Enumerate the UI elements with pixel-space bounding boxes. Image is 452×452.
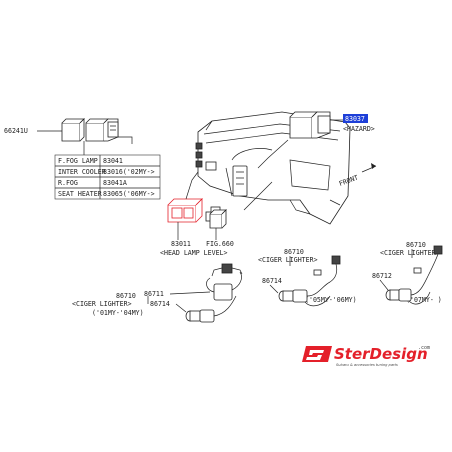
- table-row-code: 83041: [103, 157, 123, 165]
- table-row-name: R.FOG: [58, 179, 78, 187]
- table-row-code: 83016('02MY->: [103, 168, 155, 176]
- table-row-name: SEAT HEATER: [58, 190, 102, 198]
- label-66241u: 66241U: [4, 127, 28, 135]
- label-86710-right: 86710: [406, 241, 426, 249]
- head-lamp-level-switch: [167, 198, 203, 223]
- table-row-name: F.FOG LAMP: [58, 157, 98, 165]
- label-hazard: <HAZARD>: [343, 125, 375, 133]
- leader-table: [83, 136, 133, 155]
- sterdesign-logo: SterDesign .com Subaru & accessories tun…: [302, 345, 430, 367]
- label-86711: 86711: [144, 290, 164, 298]
- leader-head-lamp: [185, 171, 199, 200]
- highlight-83037: [343, 114, 368, 123]
- leader-86712: [379, 279, 389, 291]
- table-row-code: 83041A: [103, 179, 127, 187]
- label-head-lamp-level: <HEAD LAMP LEVEL>: [160, 249, 228, 257]
- label-range-01-04: ('01MY-'04MY): [92, 309, 144, 317]
- leader-86714-center: [269, 284, 279, 294]
- label-86710-center: 86710: [284, 248, 304, 256]
- leader-86714-left: [175, 303, 187, 313]
- label-fig660: FIG.660: [206, 240, 234, 248]
- label-86714-left: 86714: [150, 300, 170, 308]
- table-row-name: INTER COOLER: [58, 168, 106, 176]
- label-ciger-lighter-right: <CIGER LIGHTER>: [380, 249, 440, 257]
- label-83011: 83011: [171, 240, 191, 248]
- connector-fig660: [209, 209, 227, 229]
- label-range-05-06: ('05MY-'06MY): [305, 296, 357, 304]
- label-86714-center: 86714: [262, 277, 282, 285]
- logo-wordmark: SterDesign: [334, 345, 428, 363]
- cigar-lighter-07: [385, 245, 443, 305]
- label-83037: 83037: [345, 115, 365, 123]
- leader-hazard: [257, 139, 289, 169]
- table-row-code: 83065('06MY->: [103, 190, 155, 198]
- parts-table: F.FOG LAMP 83041 INTER COOLER 83016('02M…: [54, 154, 161, 200]
- label-ciger-lighter-center: <CIGER LIGHTER>: [258, 256, 318, 264]
- switch-66241u: [61, 118, 119, 142]
- label-86710-left: 86710: [116, 292, 136, 300]
- cigar-lighter-05-06: [278, 255, 341, 307]
- leader-dash-center: [243, 181, 273, 211]
- leader-86711: [169, 291, 211, 295]
- hazard-switch: [289, 111, 331, 139]
- label-86712: 86712: [372, 272, 392, 280]
- label-range-07: ('07MY- ): [406, 296, 442, 304]
- logo-domain: .com: [418, 345, 430, 351]
- cigar-lighter-01-04: [185, 263, 243, 323]
- dashboard-illustration: [195, 111, 351, 225]
- logo-tagline: Subaru & accessories tuning parts: [336, 363, 398, 367]
- label-ciger-lighter-left: <CIGER LIGHTER>: [72, 300, 132, 308]
